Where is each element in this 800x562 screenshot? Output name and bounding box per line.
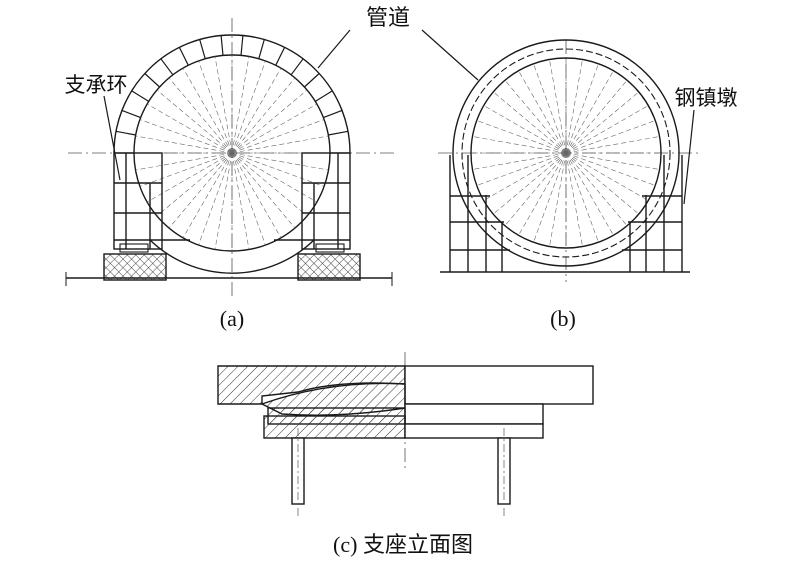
caption-b: (b) — [550, 306, 576, 331]
radial-spoke — [135, 152, 233, 171]
radial-spoke — [533, 152, 567, 243]
radial-spoke — [231, 152, 250, 250]
radial-spoke — [231, 135, 329, 154]
ring-rib — [160, 58, 174, 76]
radial-spoke — [533, 63, 567, 154]
radial-spoke — [231, 56, 250, 154]
leader-lines — [103, 29, 695, 205]
radial-spoke — [565, 63, 599, 154]
view-b-anchor-pier — [438, 39, 700, 282]
radial-spoke — [231, 152, 282, 239]
radial-spoke — [565, 152, 656, 186]
anchor-pier-label: 钢镇墩 — [675, 86, 738, 110]
radial-spoke — [231, 152, 308, 217]
ring-rib — [275, 47, 286, 66]
radial-spoke — [231, 152, 329, 171]
support-ring-leader — [103, 95, 121, 181]
radial-spoke — [231, 152, 318, 203]
radial-spoke — [231, 89, 308, 154]
ring-rib — [121, 109, 141, 119]
ring-rib — [144, 73, 161, 88]
radial-spoke — [231, 119, 325, 154]
ring-rib — [328, 130, 349, 136]
ring-rib — [314, 90, 333, 102]
ring-rib — [115, 130, 136, 136]
radial-spoke — [565, 152, 599, 243]
radial-spoke — [135, 135, 233, 154]
radial-spoke — [231, 152, 266, 246]
radial-spoke — [231, 103, 318, 154]
ring-rib — [323, 109, 343, 119]
radial-spoke — [214, 152, 233, 250]
radial-spoke — [231, 67, 282, 154]
caption-c: (c) 支座立面图 — [333, 532, 473, 557]
ring-rib — [258, 39, 265, 59]
radial-spoke — [168, 152, 233, 229]
radial-spoke — [146, 152, 233, 203]
ring-rib — [178, 47, 189, 66]
pipe-leader-right — [421, 29, 479, 81]
ring-rib — [220, 35, 224, 56]
radial-spoke — [198, 152, 233, 246]
radial-spoke — [156, 89, 233, 154]
radial-spoke — [168, 77, 233, 154]
ring-rib — [240, 35, 244, 56]
radial-spoke — [156, 152, 233, 217]
radial-spoke — [231, 60, 266, 154]
radial-spoke — [231, 77, 296, 154]
radial-spoke — [182, 67, 233, 154]
view-a-support-ring — [65, 18, 398, 300]
radial-spoke — [214, 56, 233, 154]
radial-spoke — [231, 152, 325, 187]
radial-spoke — [198, 60, 233, 154]
radial-spoke — [231, 152, 296, 229]
caption-a: (a) — [220, 306, 244, 331]
pipe-label: 管道 — [366, 6, 410, 31]
ring-rib — [131, 90, 150, 102]
anchor-pier-leader — [683, 109, 695, 205]
radial-spoke — [476, 152, 567, 186]
radial-spoke — [139, 119, 233, 154]
radial-spoke — [182, 152, 233, 239]
radial-spoke — [476, 120, 567, 154]
radial-spoke — [139, 152, 233, 187]
pipe-leader-left — [317, 29, 351, 69]
ring-rib — [290, 58, 304, 76]
radial-spoke — [565, 120, 656, 154]
radial-spoke — [146, 103, 233, 154]
support-ring-label: 支承环 — [65, 73, 128, 97]
ring-rib — [199, 39, 206, 59]
view-c-bearing-elevation — [217, 352, 594, 516]
ring-rib — [303, 73, 320, 88]
